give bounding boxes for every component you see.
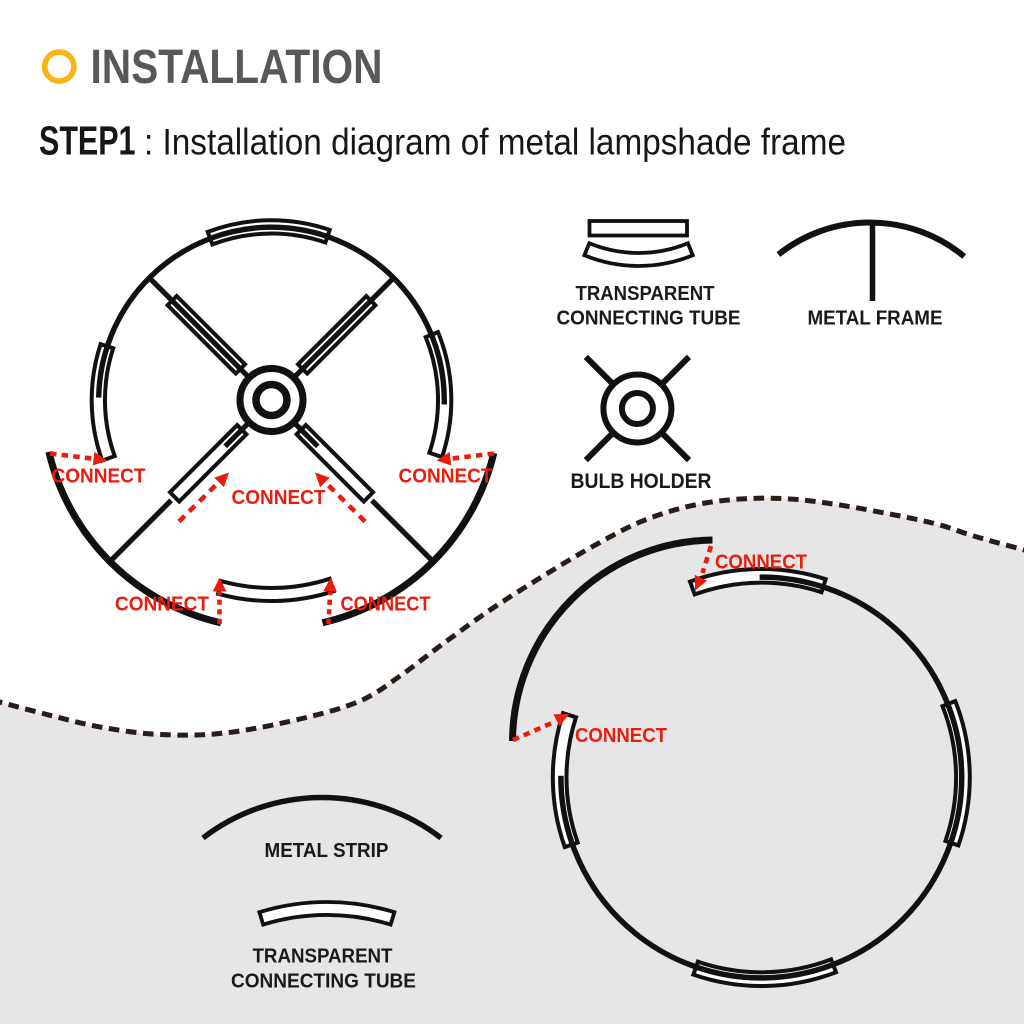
svg-text:METAL FRAME: METAL FRAME (808, 308, 943, 330)
svg-text:METAL STRIP: METAL STRIP (265, 840, 389, 862)
svg-text:TRANSPARENT: TRANSPARENT (576, 283, 715, 305)
svg-text:: Installation diagram of meta: : Installation diagram of metal lampshad… (144, 122, 846, 163)
svg-text:CONNECT: CONNECT (575, 725, 667, 747)
svg-text:CONNECT: CONNECT (115, 594, 209, 616)
svg-text:CONNECT: CONNECT (52, 466, 146, 488)
svg-text:INSTALLATION: INSTALLATION (91, 41, 383, 94)
svg-text:TRANSPARENT: TRANSPARENT (253, 946, 393, 968)
svg-text:CONNECT: CONNECT (399, 466, 493, 488)
svg-text:CONNECTING TUBE: CONNECTING TUBE (557, 308, 741, 330)
svg-text:CONNECT: CONNECT (232, 487, 326, 509)
svg-text:STEP1: STEP1 (39, 118, 136, 164)
svg-text:CONNECT: CONNECT (341, 594, 431, 616)
svg-text:BULB HOLDER: BULB HOLDER (571, 470, 712, 493)
svg-text:CONNECT: CONNECT (715, 552, 807, 574)
svg-text:CONNECTING TUBE: CONNECTING TUBE (231, 971, 416, 993)
